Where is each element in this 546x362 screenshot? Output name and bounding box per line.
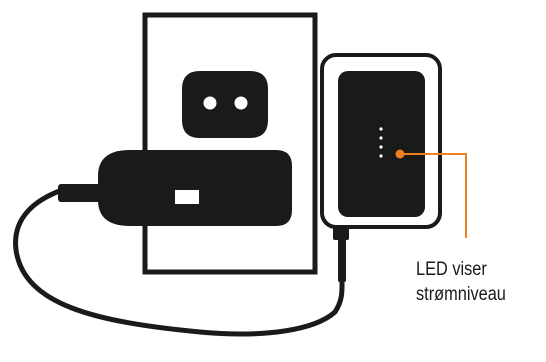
outlet-plate bbox=[145, 15, 315, 272]
led-dot bbox=[379, 145, 382, 148]
led-callout-label: LED viser strømniveau bbox=[416, 257, 526, 307]
battery-pack-icon bbox=[322, 55, 440, 282]
battery-face bbox=[338, 71, 425, 217]
charger-plug-icon bbox=[58, 150, 292, 226]
usb-plug-tip bbox=[338, 238, 346, 282]
callout-line-2: strømniveau bbox=[416, 282, 526, 307]
wall-outlet-icon bbox=[145, 15, 315, 272]
charger-port bbox=[175, 190, 199, 204]
usb-plug-neck bbox=[333, 226, 349, 240]
socket-hole-left bbox=[204, 97, 217, 110]
led-dot bbox=[379, 154, 382, 157]
outlet-socket bbox=[182, 71, 268, 138]
led-dot bbox=[379, 127, 382, 130]
socket-hole-right bbox=[235, 97, 248, 110]
led-dot bbox=[379, 136, 382, 139]
charger-body bbox=[98, 150, 292, 226]
callout-line-1: LED viser bbox=[416, 257, 526, 282]
